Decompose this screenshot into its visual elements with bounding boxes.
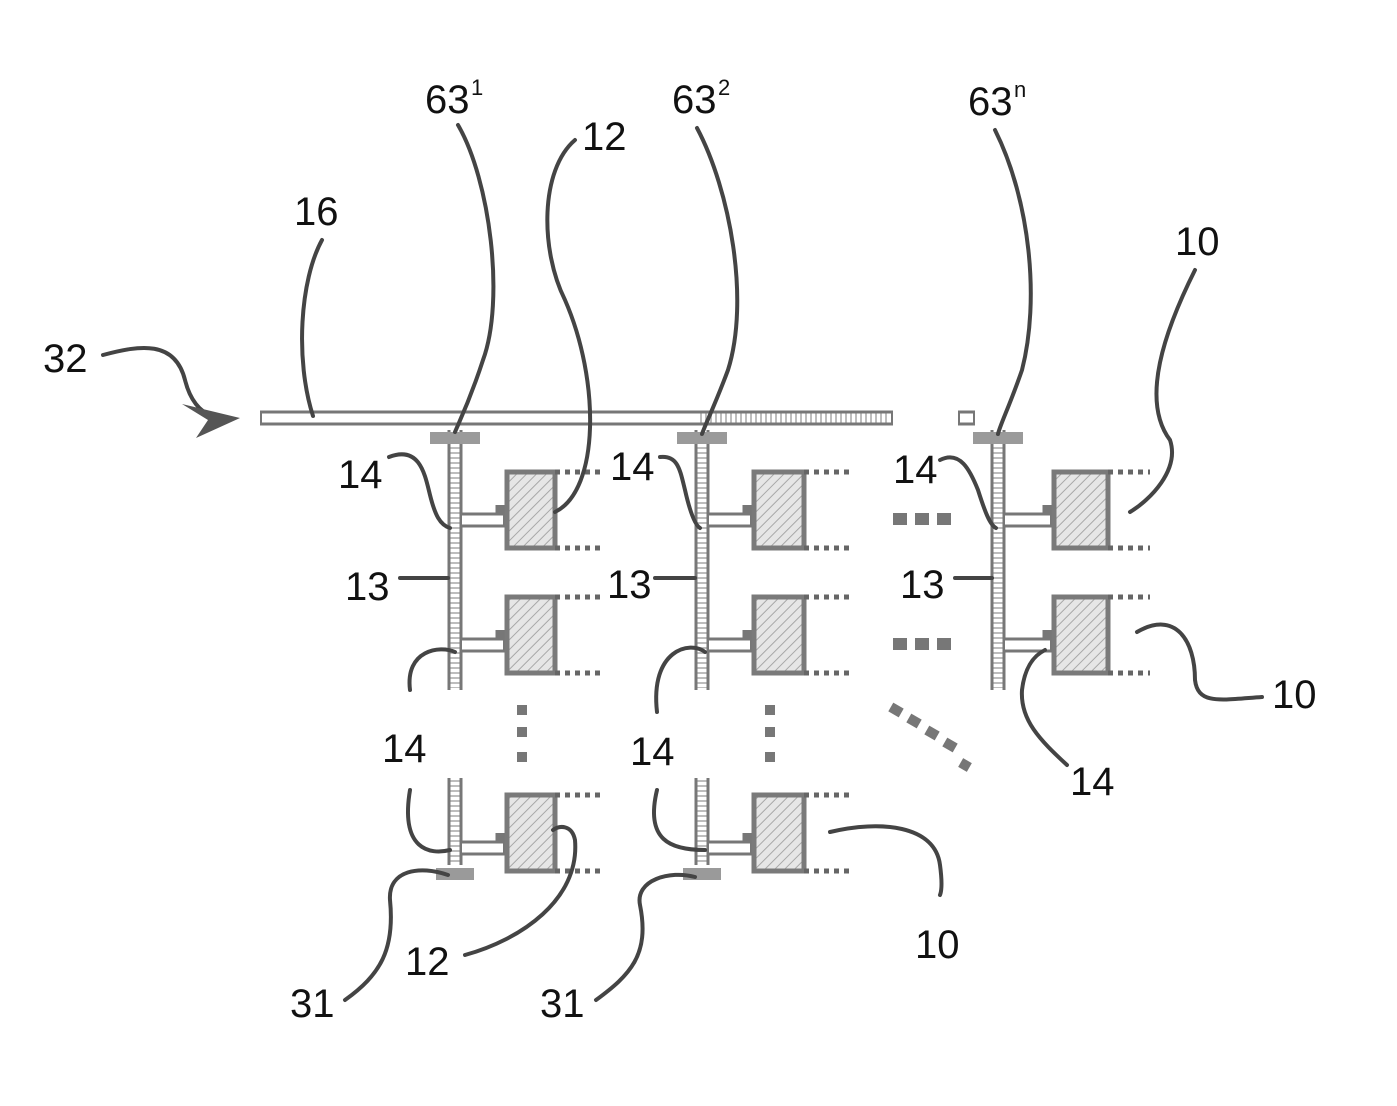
label-module-top-right: 10 (1175, 220, 1220, 264)
label-junction-coln-upper: 14 (893, 448, 938, 492)
cell-n-2 (1054, 597, 1108, 673)
label-junction-coln-lower: 14 (1070, 760, 1115, 804)
cell-1-2 (507, 597, 555, 673)
label-branch-col2: 13 (607, 563, 652, 607)
label-cell-upper: 12 (582, 115, 627, 159)
cell-2-3 (754, 795, 804, 871)
label-module-lower: 10 (915, 923, 960, 967)
cell-2-2 (754, 597, 804, 673)
reference-labels: 32 16 63 1 63 2 63 n 12 10 10 14 14 14 1… (43, 75, 1317, 1026)
label-end-cap-col2: 31 (540, 982, 585, 1026)
cell-n-1 (1054, 472, 1108, 548)
cell-1-3 (507, 795, 555, 871)
cell-2-1 (754, 472, 804, 548)
label-junction-col1-lower: 14 (382, 727, 427, 771)
label-tap-2: 63 (672, 78, 717, 122)
column-1 (430, 430, 600, 880)
label-tap-1: 63 (425, 78, 470, 122)
label-junction-col2-lower: 14 (630, 730, 675, 774)
label-junction-col1-upper: 14 (338, 453, 383, 497)
inlet-arrow (103, 348, 240, 438)
column-2 (677, 430, 850, 880)
cell-1-1 (507, 472, 555, 548)
label-inlet: 32 (43, 337, 88, 381)
label-junction-col2-upper: 14 (610, 445, 655, 489)
label-main-pipe: 16 (294, 190, 339, 234)
diagonal-ellipsis (888, 703, 972, 772)
label-cell-lower: 12 (405, 940, 450, 984)
column-n (973, 430, 1150, 690)
label-end-cap-col1: 31 (290, 982, 335, 1026)
label-tap-n: 63 (968, 80, 1013, 124)
label-module-right: 10 (1272, 673, 1317, 717)
label-branch-col1: 13 (345, 565, 390, 609)
label-tap-1-sup: 1 (471, 75, 483, 100)
label-tap-2-sup: 2 (718, 75, 730, 100)
label-branch-coln: 13 (900, 563, 945, 607)
label-tap-n-sup: n (1014, 77, 1026, 102)
